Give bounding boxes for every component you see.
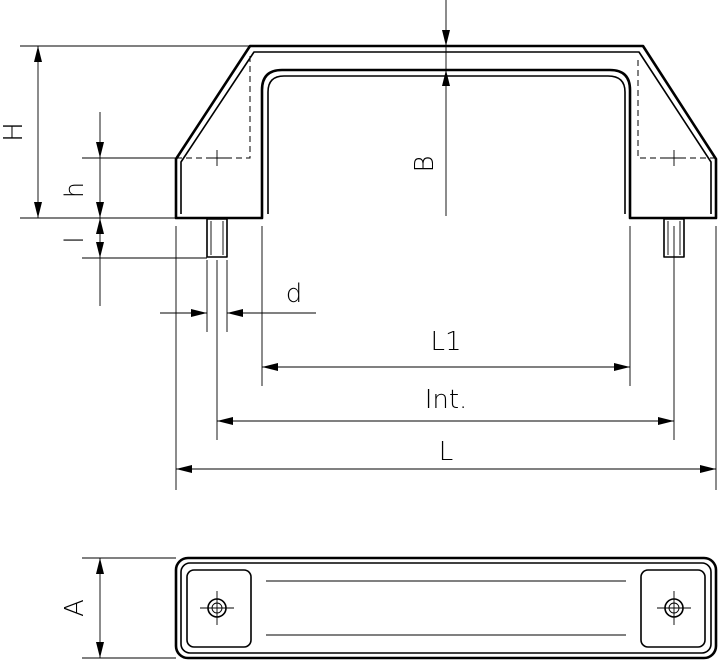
dimension-L1: L1 (261, 226, 631, 386)
handle-inner-curve (267, 75, 626, 214)
label-h: h (60, 182, 90, 198)
handle-inner-offset-line (180, 51, 712, 214)
plan-outer-outline (174, 556, 718, 660)
dimension-H: H (0, 45, 250, 219)
stud-left (206, 218, 228, 258)
label-L1: L1 (430, 327, 461, 357)
centre-marks (209, 150, 683, 166)
dimension-h: h (60, 112, 176, 218)
label-B: B (410, 155, 440, 172)
label-L: L (439, 437, 454, 467)
handle-plan-view (174, 556, 718, 660)
label-A: A (60, 599, 90, 617)
label-d: d (286, 279, 303, 309)
dimension-A: A (60, 557, 176, 659)
dimension-d: d (160, 260, 316, 332)
dimension-Int: Int. (216, 226, 675, 440)
dimension-B: B (410, 0, 450, 216)
dimension-l: l (60, 218, 207, 306)
plan-pad-right (640, 569, 706, 648)
label-H: H (0, 122, 29, 142)
plan-pad-left (186, 569, 252, 648)
dimension-L: L (175, 226, 717, 490)
hidden-line-right (637, 56, 716, 159)
handle-outer-outline (174, 44, 718, 220)
plan-inner-outline (180, 562, 712, 654)
label-Int: Int. (425, 385, 468, 415)
label-l: l (60, 236, 90, 243)
hidden-line-left (176, 56, 251, 159)
